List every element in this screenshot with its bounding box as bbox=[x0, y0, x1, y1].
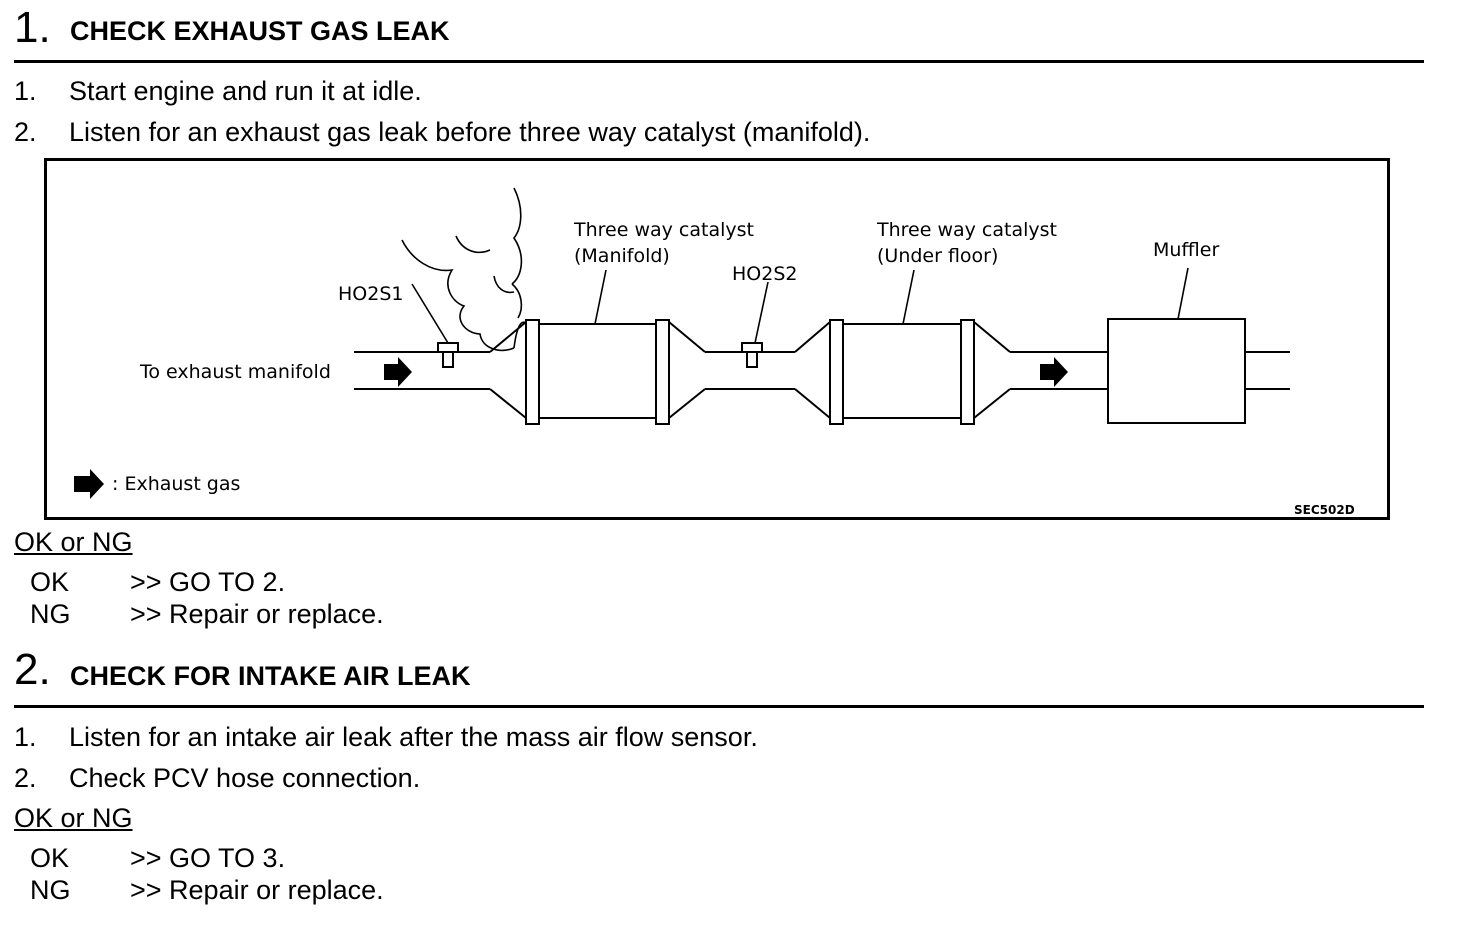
step1-result-ok-text: >> GO TO 2. bbox=[130, 567, 286, 597]
step2-title: CHECK FOR INTAKE AIR LEAK bbox=[70, 661, 471, 691]
step1-item-2-num: 2. bbox=[14, 117, 37, 147]
muffler-pipe bbox=[1010, 351, 1108, 390]
ho2s2-sensor-icon bbox=[741, 342, 763, 368]
step1-result-ng-key: NG bbox=[30, 599, 71, 629]
step2-item-1-text: Listen for an intake air leak after the … bbox=[69, 722, 758, 752]
step2-item-2-text: Check PCV hose connection. bbox=[69, 763, 421, 793]
step1-divider bbox=[14, 60, 1424, 63]
step2-result-heading: OK or NG bbox=[14, 803, 133, 833]
exhaust-flow-arrow-icon bbox=[1040, 357, 1068, 387]
step2-item-2-num: 2. bbox=[14, 763, 37, 793]
smoke-cloud-icon bbox=[401, 187, 528, 352]
step1-item-1-num: 1. bbox=[14, 76, 37, 106]
label-muffler: Muffler bbox=[1153, 239, 1219, 261]
legend-exhaust-gas: : Exhaust gas bbox=[112, 473, 240, 495]
muffler bbox=[1107, 318, 1290, 424]
label-to-exhaust-manifold: To exhaust manifold bbox=[139, 361, 331, 383]
label-cat2-line1: Three way catalyst bbox=[876, 219, 1057, 241]
catalyst-under-floor bbox=[794, 319, 1011, 425]
step2-result-ng-key: NG bbox=[30, 875, 71, 905]
catalyst-manifold bbox=[489, 319, 706, 425]
label-ho2s2: HO2S2 bbox=[732, 263, 797, 285]
label-cat1-line2: (Manifold) bbox=[574, 245, 670, 267]
step2-item-1-num: 1. bbox=[14, 722, 37, 752]
label-ho2s1: HO2S1 bbox=[338, 283, 403, 305]
step2-result-ok-key: OK bbox=[30, 843, 70, 873]
diagram-frame bbox=[44, 158, 1390, 520]
inlet-pipe bbox=[354, 351, 490, 390]
leader-lines bbox=[411, 267, 1189, 344]
step2-divider bbox=[14, 705, 1424, 708]
step1-title: CHECK EXHAUST GAS LEAK bbox=[70, 16, 450, 46]
label-cat2-line2: (Under floor) bbox=[877, 245, 998, 267]
exhaust-flow-arrow-icon bbox=[384, 357, 412, 387]
label-cat1-line1: Three way catalyst bbox=[573, 219, 754, 241]
step1-number: 1. bbox=[14, 3, 51, 52]
step1-result-heading: OK or NG bbox=[14, 527, 133, 557]
step1-result-ok-key: OK bbox=[30, 567, 70, 597]
step2-number: 2. bbox=[14, 645, 51, 694]
step2-result-ok-text: >> GO TO 3. bbox=[130, 843, 286, 873]
step1-item-1-text: Start engine and run it at idle. bbox=[69, 76, 422, 106]
exhaust-system-diagram: To exhaust manifold HO2S1 Three way cata… bbox=[44, 158, 1390, 520]
step1-item-2-text: Listen for an exhaust gas leak before th… bbox=[69, 117, 871, 147]
step1-result-ng-text: >> Repair or replace. bbox=[130, 599, 384, 629]
diagram-code: SEC502D bbox=[1294, 503, 1355, 517]
step2-result-ng-text: >> Repair or replace. bbox=[130, 875, 384, 905]
ho2s1-sensor-icon bbox=[437, 342, 459, 368]
legend-arrow-icon bbox=[74, 469, 104, 499]
